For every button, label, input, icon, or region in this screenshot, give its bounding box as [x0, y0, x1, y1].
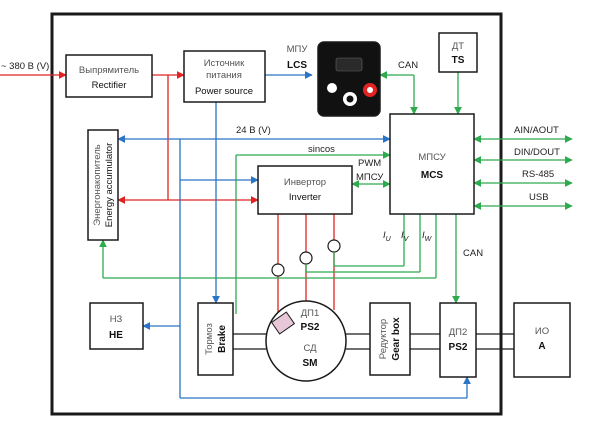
system-frame	[50, 12, 503, 416]
power-source-box	[183, 50, 266, 103]
mcs-box	[389, 113, 475, 215]
energy-accumulator-box	[87, 129, 119, 241]
ps2-box	[439, 302, 477, 378]
io-label-en: A	[538, 341, 545, 352]
mcs-label-ru: МПСУ	[418, 152, 446, 163]
rectifier-label-en: Rectifier	[92, 80, 127, 91]
ts-label-en: TS	[452, 55, 465, 66]
current-sensor-v	[299, 251, 313, 265]
input-voltage-label: ~ 380 В (V)	[1, 61, 49, 72]
current-sensor-w	[271, 263, 285, 277]
io-label-usb: USB	[529, 192, 549, 203]
energy-accumulator-label-ru: Энергонакопитель	[92, 144, 103, 225]
ps2-label-en: PS2	[449, 342, 468, 353]
inverter-label-en: Inverter	[289, 192, 321, 203]
control-lines	[99, 71, 573, 314]
ps2-label-ru: ДП2	[449, 327, 468, 338]
current-sensor-u	[327, 239, 341, 253]
mcs-label-en: MCS	[421, 170, 444, 181]
motor-label-en: SM	[303, 358, 318, 369]
mpu-label-en: LCS	[287, 60, 307, 71]
motor-ps-label-en: PS2	[301, 322, 320, 333]
power-source-label-ru-1: Источник	[204, 58, 245, 69]
io-label-rs485: RS-485	[522, 169, 554, 180]
can-right-label: CAN	[463, 248, 483, 259]
gearbox-label-en: Gear box	[391, 317, 402, 361]
he-box	[89, 302, 144, 350]
sincos-label: sincos	[308, 144, 335, 155]
io-label-ain-aout: AIN/AOUT	[514, 125, 559, 136]
pwm-label: PWM	[358, 158, 381, 169]
gearbox-label-ru: Редуктор	[378, 319, 389, 359]
io-label-din-dout: DIN/DOUT	[514, 147, 560, 158]
motor-ps-label-ru: ДП1	[301, 308, 320, 319]
mpu-label-ru: МПУ	[287, 44, 309, 55]
io-label-ru: ИО	[535, 326, 549, 337]
ts-label-ru: ДТ	[452, 41, 464, 52]
power-source-label-ru-2: питания	[206, 70, 242, 81]
power-source-label-en: Power source	[195, 86, 253, 97]
bus-24v-label: 24 В (V)	[236, 125, 271, 136]
gearbox-box	[369, 302, 411, 376]
mechanical-shafts	[233, 333, 514, 350]
control-panel-device	[317, 41, 381, 117]
can-top-label: CAN	[398, 60, 418, 71]
inverter-box	[257, 165, 353, 215]
ts-box	[438, 32, 478, 73]
brake-box	[197, 302, 234, 376]
rectifier-label-ru: Выпрямитель	[79, 65, 139, 76]
rectifier-box	[65, 54, 153, 98]
supply-lines	[117, 71, 471, 399]
current-u-label: IU	[383, 230, 392, 243]
he-label-en: HE	[109, 330, 123, 341]
control-panel-button-left	[327, 83, 337, 93]
current-v-label: IV	[401, 230, 410, 243]
motor-label-ru: СД	[303, 343, 317, 354]
inverter-label-ru: Инвертор	[284, 177, 326, 188]
motor-position-sensor	[270, 311, 296, 335]
brake-label-ru: Тормоз	[204, 323, 215, 355]
current-w-label: IW	[422, 230, 433, 243]
brake-label-en: Brake	[217, 325, 228, 353]
control-panel-display	[335, 57, 363, 72]
io-box	[513, 302, 571, 378]
he-label-ru: НЗ	[110, 314, 123, 325]
pwm-mpsu-label: МПСУ	[356, 172, 384, 183]
energy-accumulator-label-en: Energy accumulator	[104, 143, 115, 227]
